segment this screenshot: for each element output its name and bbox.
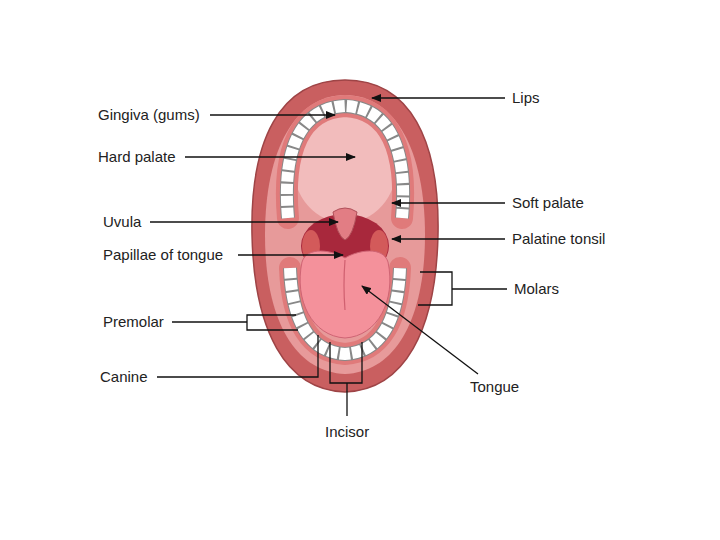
part-label: Uvula <box>103 213 141 231</box>
bracket <box>330 342 362 383</box>
part-label: Canine <box>100 368 148 386</box>
part-label: Lips <box>512 89 540 107</box>
leader-line <box>392 202 505 203</box>
lips-shape <box>252 80 438 392</box>
tongue-shape <box>300 251 390 338</box>
leader-line <box>172 321 247 322</box>
upper-teeth-outline <box>287 106 403 218</box>
part-label: Palatine tonsil <box>512 230 605 248</box>
tongue-midline <box>344 260 345 310</box>
upper-gum <box>287 106 403 218</box>
leader-line <box>346 383 347 416</box>
upper-teeth <box>287 106 403 218</box>
part-label: Molars <box>514 280 559 298</box>
leader-line <box>362 286 478 374</box>
part-label: Incisor <box>325 423 369 441</box>
leader-line <box>452 288 507 289</box>
part-label: Gingiva (gums) <box>98 106 200 124</box>
leader-line <box>238 254 343 255</box>
bracket <box>418 272 452 305</box>
leader-line <box>185 156 355 157</box>
oral-cavity <box>265 95 425 374</box>
part-label: Premolar <box>103 313 164 331</box>
part-label: Soft palate <box>512 194 584 212</box>
part-label: Tongue <box>470 378 519 396</box>
part-label: Hard palate <box>98 148 176 166</box>
leader-line <box>157 335 318 377</box>
leader-line <box>150 221 338 222</box>
uvula-shape <box>333 208 357 240</box>
part-label: Papillae of tongue <box>103 246 223 264</box>
leader-line <box>210 114 335 115</box>
leader-line <box>372 97 505 98</box>
bracket <box>247 315 298 330</box>
leader-line <box>392 238 505 239</box>
